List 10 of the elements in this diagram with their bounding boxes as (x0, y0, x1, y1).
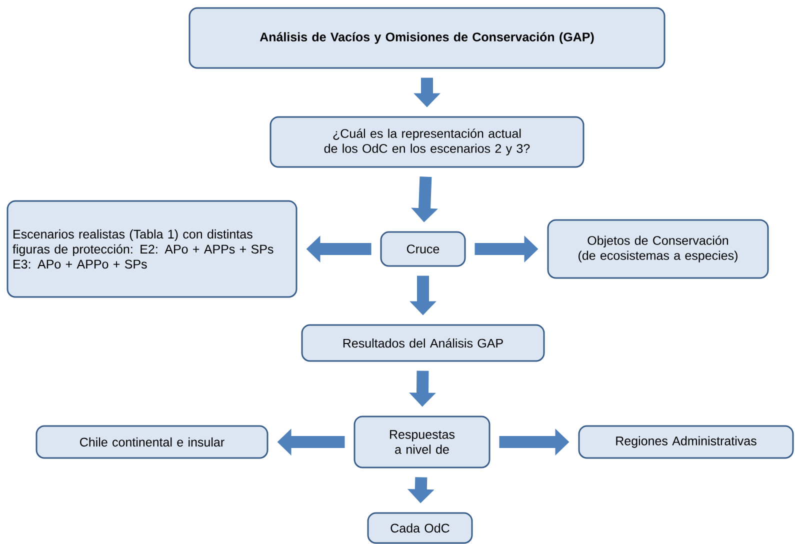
process-box: Regiones Administrativas (578, 425, 794, 459)
process-box: Objetos de Conservación (de ecosistemas a especies) (547, 219, 769, 279)
process-box: Resultados del Análisis GAP (301, 324, 545, 362)
process-box: Chile continental e insular (36, 425, 268, 459)
process-box: Cruce (380, 231, 466, 267)
process-box: Cada OdC (367, 512, 473, 544)
process-box: Análisis de Vacíos y Omisiones de Conservación (GAP) (188, 7, 666, 69)
process-box: Respuestas a nivel de (354, 416, 490, 468)
process-box: ¿Cuál es la representación actual de los OdC en los escenarios 2 y 3? (270, 116, 584, 168)
process-box: Escenarios realistas (Tabla 1) con distintas figuras de protección: E2: APo + APPs + SPs E3: APo + APPo + SPs (6, 200, 298, 298)
